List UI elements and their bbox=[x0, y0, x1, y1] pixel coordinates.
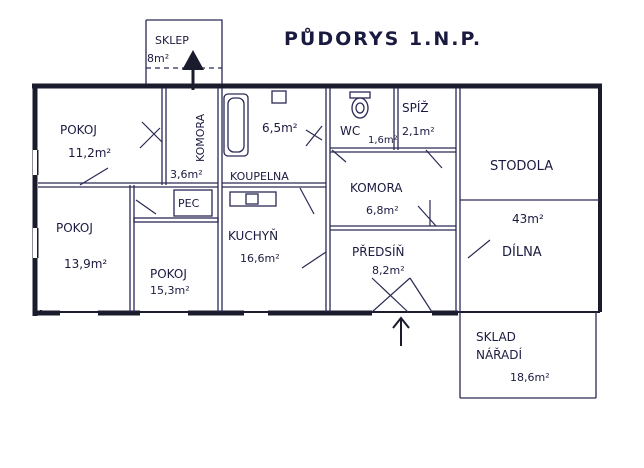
plan-title: PŮDORYS 1.N.P. bbox=[284, 26, 482, 50]
room-label-sklep: SKLEP bbox=[155, 34, 189, 47]
room-label-pokoj-s: POKOJ bbox=[150, 267, 187, 281]
area-label-koupelna: 6,5m² bbox=[262, 121, 298, 135]
outer-walls bbox=[32, 83, 602, 316]
area-label-predsin: 8,2m² bbox=[372, 264, 405, 277]
room-label-komora-small: KOMORA bbox=[194, 113, 207, 162]
room-label-sklad-line2: NÁŘADÍ bbox=[476, 347, 522, 362]
room-label-dilna: DÍLNA bbox=[502, 244, 542, 260]
sink-icon bbox=[271, 90, 287, 104]
area-label-wc: 1,6m² bbox=[368, 135, 398, 146]
room-label-pokoj-nw: POKOJ bbox=[60, 123, 97, 137]
entrance-arrow-icon bbox=[392, 316, 410, 346]
area-label-kuchyn: 16,6m² bbox=[240, 252, 280, 265]
area-label-pokoj-s: 15,3m² bbox=[150, 284, 190, 297]
kitchen-counter-icon bbox=[229, 191, 277, 207]
room-label-komora: KOMORA bbox=[350, 181, 403, 195]
toilet-icon bbox=[349, 91, 371, 119]
room-label-sklad-line1: SKLAD bbox=[476, 330, 516, 344]
area-label-stodola: 43m² bbox=[512, 212, 544, 226]
room-label-pokoj-w: POKOJ bbox=[56, 221, 93, 235]
interior-walls bbox=[38, 88, 600, 312]
area-label-komora: 6,8m² bbox=[366, 204, 399, 217]
area-label-sklad: 18,6m² bbox=[510, 371, 550, 384]
area-label-spiz: 2,1m² bbox=[402, 125, 435, 138]
room-label-predsin: PŘEDSÍŇ bbox=[352, 244, 405, 259]
area-label-sklep: 8m² bbox=[147, 52, 169, 65]
room-label-kuchyn: KUCHYŇ bbox=[228, 228, 278, 243]
sklad-outline bbox=[459, 312, 597, 399]
bathtub-icon bbox=[223, 93, 249, 157]
area-label-pokoj-w: 13,9m² bbox=[64, 257, 107, 271]
room-label-koupelna: KOUPELNA bbox=[230, 170, 289, 183]
area-label-pokoj-nw: 11,2m² bbox=[68, 146, 111, 160]
room-label-stodola: STODOLA bbox=[490, 159, 553, 174]
doors bbox=[79, 121, 491, 313]
room-label-pec: PEC bbox=[178, 197, 200, 210]
room-label-wc: WC bbox=[340, 124, 360, 138]
room-label-spiz: SPÍŽ bbox=[402, 100, 429, 115]
area-label-komora-small: 3,6m² bbox=[170, 168, 203, 181]
